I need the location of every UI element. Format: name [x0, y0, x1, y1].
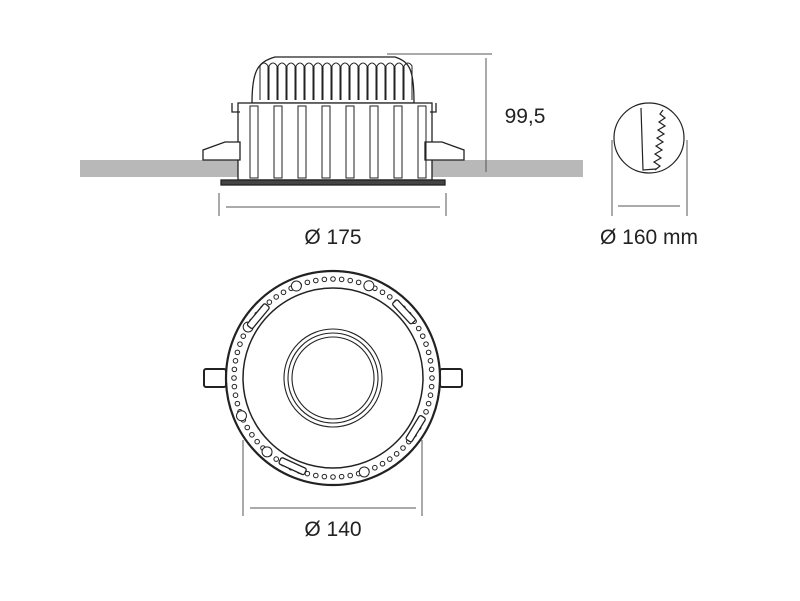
height-dimension: [387, 53, 492, 172]
ring-hole: [427, 358, 434, 364]
ring-hole: [393, 451, 400, 457]
heatsink-fin: [349, 62, 359, 100]
body-rib: [369, 105, 379, 179]
heatsink-fin: [295, 62, 305, 100]
ring-hole: [273, 294, 280, 300]
heatsink-fin: [367, 62, 377, 100]
heatsink-fin: [286, 62, 296, 100]
body-rib: [273, 105, 283, 179]
body-rib: [249, 105, 259, 179]
ring-hole: [266, 299, 273, 305]
heatsink-fin: [268, 62, 278, 100]
mounting-slot: [278, 457, 307, 476]
heatsink-fin: [340, 62, 350, 100]
ring-hole: [304, 279, 311, 286]
heatsink-fin: [313, 62, 323, 100]
top-view-luminaire: [203, 269, 463, 487]
mounting-slot: [392, 299, 416, 325]
ring-hole: [234, 349, 241, 356]
screw-hole: [261, 446, 273, 458]
heatsink-fin: [259, 62, 269, 100]
body-rib: [345, 105, 355, 179]
ring-hole: [321, 276, 328, 283]
ring-hole: [425, 400, 432, 407]
ring-hole: [231, 383, 238, 390]
ring-hole: [330, 276, 336, 282]
inner-diameter-label: Ø 140: [304, 518, 362, 541]
heatsink-fin: [385, 62, 395, 100]
ring-hole: [313, 277, 319, 284]
ring-hole: [423, 341, 429, 347]
ring-hole: [231, 375, 237, 381]
inner-diameter-dimension: [242, 440, 423, 516]
ring-hole: [372, 464, 378, 471]
heatsink-fin: [331, 62, 341, 100]
body-rib: [393, 105, 403, 179]
ring-hole: [429, 375, 435, 381]
ring-hole: [232, 358, 239, 364]
ring-hole: [386, 456, 393, 462]
screw-hole: [363, 280, 375, 292]
heatsink-fin: [304, 62, 314, 100]
ring-hole: [240, 333, 247, 339]
screw-hole: [235, 410, 247, 422]
mounting-slot: [405, 415, 426, 443]
outer-diameter-dimension: [218, 193, 447, 216]
ring-hole: [386, 294, 393, 300]
cutout-detail: [613, 102, 685, 174]
ring-hole: [338, 473, 345, 480]
ring-hole: [427, 392, 434, 398]
ring-hole: [355, 279, 362, 286]
heatsink-fin: [322, 62, 332, 100]
heatsink-fin: [403, 62, 413, 100]
body-rib: [321, 105, 331, 179]
ring-hole: [347, 277, 353, 284]
ring-hole: [237, 341, 243, 347]
mounting-slot: [246, 303, 270, 329]
ring-hole: [415, 325, 422, 332]
ring-hole: [313, 472, 319, 479]
cutout-diameter-label: Ø 160 mm: [599, 226, 699, 249]
body-rib: [417, 105, 427, 179]
body-rib: [297, 105, 307, 179]
ring-hole: [400, 445, 406, 451]
ring-hole: [428, 383, 435, 390]
ring-hole: [249, 431, 255, 438]
cutout-dimension: [611, 140, 688, 216]
heatsink-fin: [376, 62, 386, 100]
ring-hole: [280, 289, 287, 296]
ring-hole: [330, 474, 336, 480]
ring-hole: [347, 472, 353, 479]
heatsink-fin: [394, 62, 404, 100]
ring-hole: [231, 366, 238, 373]
ring-hole: [423, 409, 429, 415]
ring-hole: [419, 333, 426, 339]
ring-hole: [428, 366, 435, 373]
outer-diameter-label: Ø 175: [304, 226, 362, 249]
ring-hole: [273, 456, 280, 462]
ring-hole: [425, 349, 432, 356]
side-view-luminaire: [202, 56, 465, 186]
ring-hole: [234, 400, 241, 407]
heatsink-fin: [277, 62, 287, 100]
ring-hole: [232, 392, 239, 398]
height-label: 99,5: [504, 105, 546, 128]
screw-hole: [290, 280, 302, 292]
heatsink-fin: [358, 62, 368, 100]
ring-hole: [254, 438, 260, 445]
ring-hole: [244, 424, 251, 431]
ring-hole: [379, 289, 386, 296]
screw-hole: [358, 466, 370, 478]
ring-hole: [379, 460, 386, 467]
ring-hole: [338, 276, 345, 283]
ring-hole: [321, 473, 328, 480]
